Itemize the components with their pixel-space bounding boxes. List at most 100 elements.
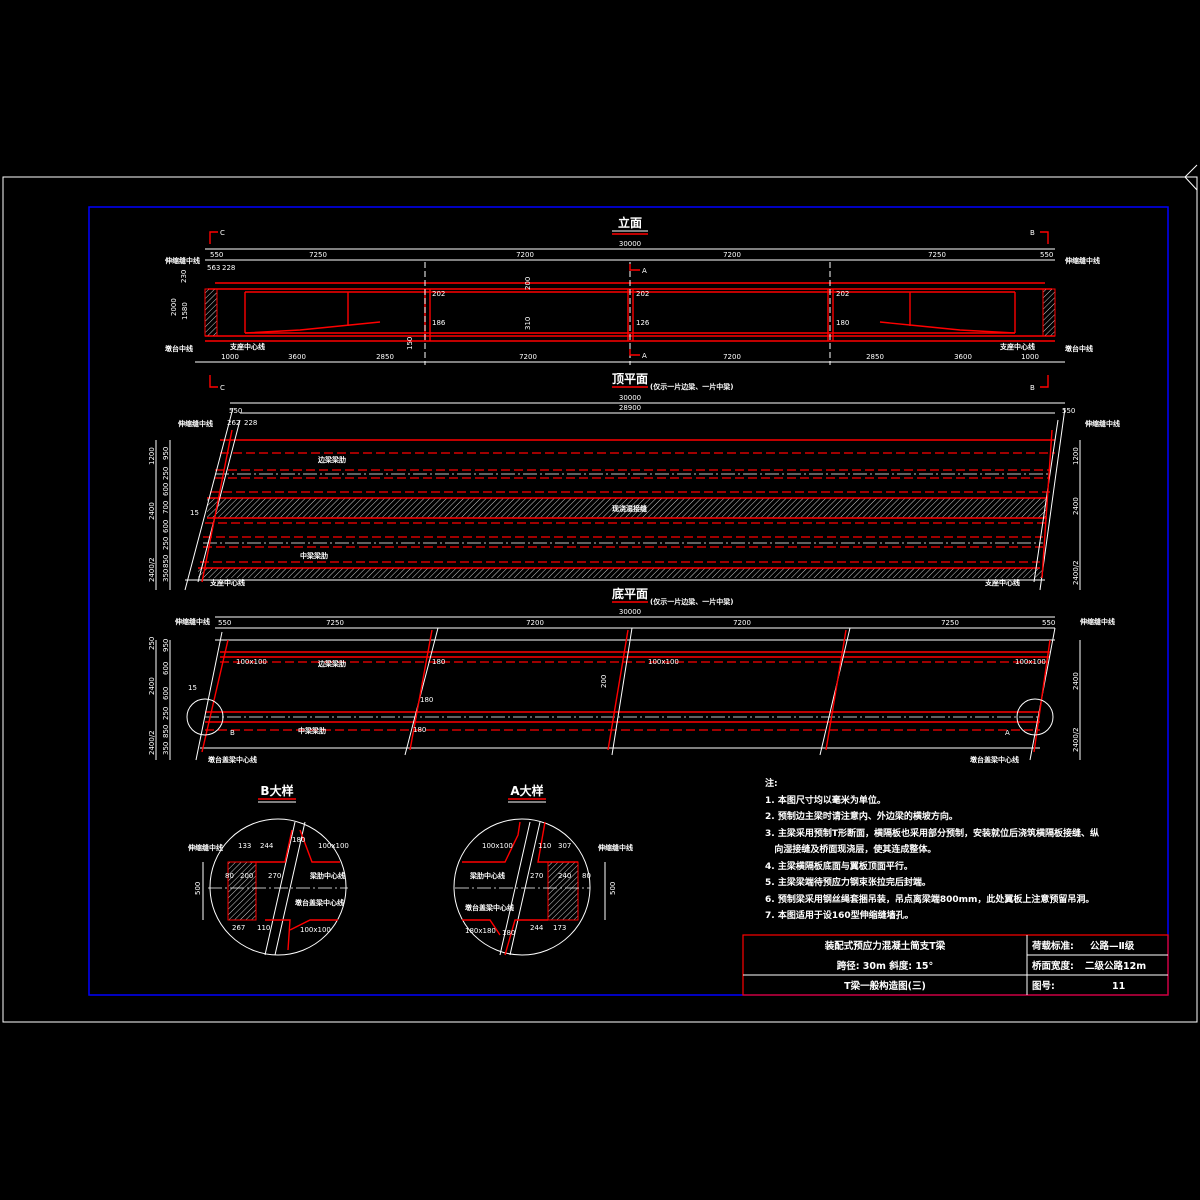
dim: 2400 bbox=[148, 677, 156, 695]
detail-b: B大样 133 244 180 100x100 80 200 270 500 2… bbox=[187, 783, 349, 956]
dim: 600 bbox=[162, 520, 170, 533]
edge-hatch bbox=[198, 568, 1043, 578]
dim: 100x100 bbox=[318, 842, 349, 850]
dim: 80 bbox=[582, 872, 591, 880]
label-bearing-center: 支座中心线 bbox=[229, 342, 265, 351]
end-block-right bbox=[1042, 288, 1056, 337]
project-spec: 跨径: 30m 斜度: 15° bbox=[837, 960, 934, 972]
dim: 100x100 bbox=[648, 658, 679, 666]
label-expansion-joint: 伸缩缝中线 bbox=[1079, 617, 1115, 626]
dim: 500 bbox=[609, 882, 617, 895]
wet-joint-hatch bbox=[207, 498, 1047, 518]
dim: 350 bbox=[162, 742, 170, 755]
dim: 7250 bbox=[928, 251, 946, 259]
dim: 550 bbox=[1062, 407, 1075, 415]
label-wet-joint: 现浇湿接缝 bbox=[612, 504, 647, 513]
detail-a-title: A大样 bbox=[510, 783, 543, 798]
label-expansion-joint: 伸缩缝中线 bbox=[174, 617, 210, 626]
load-label: 荷载标准: bbox=[1031, 940, 1074, 952]
label-pier-center: 墩台盖梁中心线 bbox=[465, 903, 514, 912]
dim: 250 bbox=[148, 637, 156, 650]
notes: 注: 1. 本图尺寸均以毫米为单位。 2. 预制边主梁时请注意内、外边梁的横坡方… bbox=[765, 777, 1099, 921]
dim: 180 bbox=[836, 319, 849, 327]
dim: 180 bbox=[432, 658, 445, 666]
dim: 250 bbox=[162, 537, 170, 550]
dim: 950 bbox=[162, 639, 170, 652]
dim: 350 bbox=[162, 569, 170, 582]
label-pier-center: 墩台盖梁中心线 bbox=[970, 755, 1019, 764]
dim: 850 bbox=[162, 725, 170, 738]
dim: 180x180 bbox=[465, 927, 496, 935]
dim: 228 bbox=[244, 419, 257, 427]
end-block-left bbox=[204, 288, 218, 337]
dim: 2400/2 bbox=[148, 557, 156, 582]
top-plan-view: 顶平面 (仅示一片边梁、一片中梁) 30000 28900 550 262 22… bbox=[148, 372, 1120, 591]
dim: 550 bbox=[1042, 619, 1055, 627]
dim: 110 bbox=[538, 842, 551, 850]
dim: 7200 bbox=[723, 353, 741, 361]
dim: 2400/2 bbox=[1072, 560, 1080, 585]
elevation-title: 立面 bbox=[618, 215, 642, 230]
dim: 310 bbox=[524, 317, 532, 330]
dim: 2400 bbox=[1072, 672, 1080, 690]
dim: 7200 bbox=[519, 353, 537, 361]
dim: 244 bbox=[530, 924, 544, 932]
note-item: 4. 主梁横隔板底面与翼板顶面平行。 bbox=[765, 860, 913, 872]
dim: 200 bbox=[524, 277, 532, 290]
drawing-name: T梁一般构造图(三) bbox=[844, 980, 926, 992]
section-mark-a: A bbox=[642, 352, 647, 360]
dim: 1200 bbox=[148, 447, 156, 465]
dim: 270 bbox=[268, 872, 281, 880]
dim: 126 bbox=[636, 319, 650, 327]
label-bearing-center: 支座中心线 bbox=[999, 342, 1035, 351]
label-beam-center: 梁肋中心线 bbox=[309, 871, 345, 880]
label-expansion-joint: 伸缩缝中线 bbox=[164, 256, 200, 265]
skew-angle: 15 bbox=[188, 684, 197, 692]
dim: 550 bbox=[1040, 251, 1053, 259]
dim: 2400 bbox=[148, 502, 156, 520]
top-plan-title: 顶平面 bbox=[612, 372, 648, 386]
dim: 1000 bbox=[1021, 353, 1039, 361]
dim: 80 bbox=[225, 872, 234, 880]
dim: 250 bbox=[162, 707, 170, 720]
dim: 3600 bbox=[954, 353, 972, 361]
dim: 110 bbox=[257, 924, 270, 932]
title-block: 装配式预应力混凝土简支T梁 跨径: 30m 斜度: 15° T梁一般构造图(三)… bbox=[742, 934, 1169, 996]
section-mark-b: B bbox=[1030, 384, 1035, 392]
outer-frame bbox=[2, 176, 1198, 1023]
dim: 550 bbox=[229, 407, 242, 415]
dim: 7200 bbox=[526, 619, 544, 627]
dim: 186 bbox=[432, 319, 446, 327]
load-value: 公路—Ⅱ级 bbox=[1090, 940, 1135, 952]
dim: 7250 bbox=[941, 619, 959, 627]
dim: 262 bbox=[227, 419, 240, 427]
label-pier-center: 墩台中线 bbox=[1065, 344, 1093, 353]
dim: 200 bbox=[240, 872, 253, 880]
label-mid-beam: 中梁梁肋 bbox=[298, 726, 326, 735]
dim: 180 bbox=[420, 696, 433, 704]
width-label: 桥面宽度: bbox=[1032, 960, 1074, 972]
dim: 700 bbox=[162, 501, 170, 514]
bottom-plan-title: 底平面 bbox=[612, 586, 648, 601]
label-mid-beam: 中梁梁肋 bbox=[300, 551, 328, 560]
dim: 3600 bbox=[288, 353, 306, 361]
detail-mark-a: A bbox=[1005, 729, 1010, 737]
note-item: 1. 本图尺寸均以毫米为单位。 bbox=[765, 794, 886, 806]
top-plan-subtitle: (仅示一片边梁、一片中梁) bbox=[650, 382, 733, 391]
label-pier-center: 墩台盖梁中心线 bbox=[295, 898, 344, 907]
dim: 950 bbox=[162, 447, 170, 460]
dim: 600 bbox=[162, 687, 170, 700]
dim: 850 bbox=[162, 555, 170, 568]
dim: 600 bbox=[162, 662, 170, 675]
dim: 202 bbox=[636, 290, 649, 298]
section-mark-b: B bbox=[1030, 229, 1035, 237]
dim: 7200 bbox=[723, 251, 741, 259]
dim: 180 bbox=[292, 836, 305, 844]
label-edge-beam: 边梁梁肋 bbox=[317, 455, 346, 464]
dim: 240 bbox=[558, 872, 571, 880]
detail-mark-b: B bbox=[230, 729, 235, 737]
dim: 1580 bbox=[181, 302, 189, 320]
note-item: 7. 本图适用于设160型伸缩缝墙孔。 bbox=[765, 909, 914, 921]
dim: 2400 bbox=[1072, 497, 1080, 515]
note-item: 2. 预制边主梁时请注意内、外边梁的横坡方向。 bbox=[765, 810, 958, 822]
